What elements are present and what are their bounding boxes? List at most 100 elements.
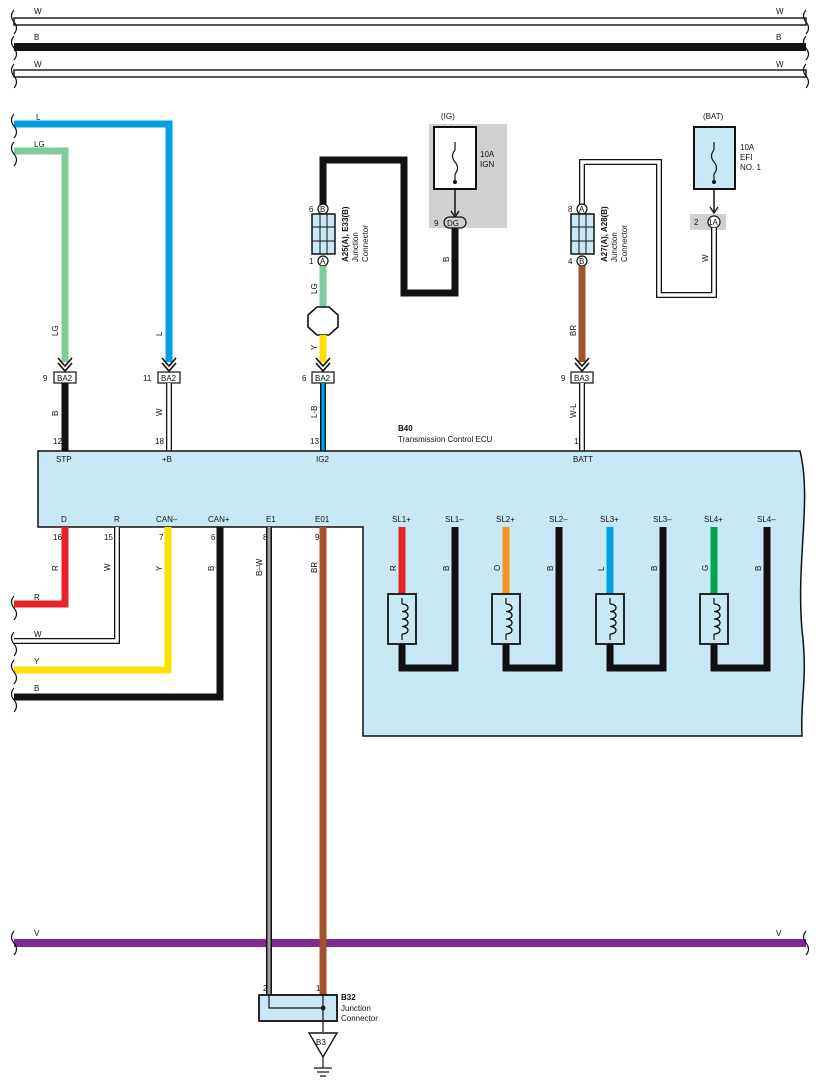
bus-break-marks bbox=[10, 9, 810, 89]
wire-w-r bbox=[14, 527, 120, 644]
solenoid-minus-wire bbox=[398, 527, 459, 672]
svg-text:LG: LG bbox=[34, 140, 45, 149]
svg-text:EFI: EFI bbox=[740, 153, 752, 162]
wire-label-wl-batt: W-L bbox=[569, 403, 578, 418]
fuse-ign: (IG) 10A IGN DG 9 bbox=[429, 112, 507, 229]
svg-text:13: 13 bbox=[310, 437, 319, 446]
junction-connector-b32: 2 1 B32 Junction Connector bbox=[258, 984, 378, 1032]
ecu-pin-ig2: 13 IG2 bbox=[310, 437, 329, 464]
solenoid-coil-icon bbox=[713, 603, 721, 635]
svg-text:V: V bbox=[776, 929, 782, 938]
wire-label-bw-e1: B–W bbox=[255, 558, 264, 576]
svg-text:B: B bbox=[34, 33, 39, 42]
svg-text:(IG): (IG) bbox=[441, 112, 455, 121]
svg-text:1: 1 bbox=[309, 257, 314, 266]
svg-text:BATT: BATT bbox=[573, 455, 593, 464]
svg-text:6: 6 bbox=[211, 533, 216, 542]
top-bus-2: B B bbox=[14, 33, 806, 51]
svg-text:BA2: BA2 bbox=[315, 374, 331, 383]
wire-label-b-ign: B bbox=[442, 257, 451, 262]
ecu-pin-r: R 15 bbox=[104, 515, 120, 542]
wire-label-br-e01: BR bbox=[310, 562, 319, 573]
wire-b-ign bbox=[319, 156, 459, 297]
wire-label-r-d: R bbox=[51, 565, 60, 571]
solenoid-coil-icon bbox=[609, 603, 617, 635]
svg-text:CAN+: CAN+ bbox=[208, 515, 230, 524]
wire-label-y-can: Y bbox=[155, 565, 164, 571]
solenoid-minus-wire-label: B bbox=[754, 566, 763, 571]
svg-text:(BAT): (BAT) bbox=[703, 112, 724, 121]
svg-text:6: 6 bbox=[309, 205, 314, 214]
svg-text:1: 1 bbox=[316, 984, 321, 993]
wire-label-y-upper: Y bbox=[310, 344, 319, 350]
solenoid-minus-label: SL2– bbox=[549, 515, 568, 524]
solenoid-plus-wire-label: L bbox=[597, 566, 606, 571]
svg-text:STP: STP bbox=[56, 455, 72, 464]
svg-text:9: 9 bbox=[43, 374, 48, 383]
svg-text:Junction: Junction bbox=[341, 1004, 371, 1013]
svg-text:Connector: Connector bbox=[620, 225, 629, 262]
solenoid-coil-icon bbox=[401, 603, 409, 635]
svg-text:15: 15 bbox=[104, 533, 113, 542]
svg-text:A27(A), A28(B): A27(A), A28(B) bbox=[600, 206, 609, 262]
ecu-pin-can-minus: CAN– 7 bbox=[156, 515, 178, 542]
junction-connector-a25: B 6 A 1 A25(A), E33(B) Junction Connecto… bbox=[309, 203, 370, 267]
ecu-box: B40 Transmission Control ECU bbox=[37, 424, 806, 737]
solenoid-plus-wire-label: R bbox=[389, 565, 398, 571]
out-label-w: W bbox=[34, 630, 42, 639]
wire-label-b-can: B bbox=[207, 566, 216, 571]
svg-text:D: D bbox=[61, 515, 67, 524]
wire-b-can bbox=[14, 527, 224, 701]
svg-text:B40: B40 bbox=[398, 424, 413, 433]
solenoid-coil-icon bbox=[505, 603, 513, 635]
svg-text:Junction: Junction bbox=[351, 232, 360, 262]
svg-text:Connector: Connector bbox=[341, 1014, 378, 1023]
ba-connector-b: BA2 11 bbox=[143, 357, 181, 384]
svg-text:2: 2 bbox=[263, 984, 268, 993]
wire-label-lg: LG bbox=[51, 325, 60, 336]
wire-label-l: L bbox=[155, 331, 164, 336]
svg-text:DG: DG bbox=[447, 219, 459, 228]
ba-connector-stp: BA2 9 bbox=[43, 357, 77, 384]
top-bus-1: W W bbox=[13, 7, 807, 26]
svg-text:6: 6 bbox=[302, 374, 307, 383]
ground-b3: B3 bbox=[307, 1032, 339, 1077]
svg-text:8: 8 bbox=[263, 533, 268, 542]
wire-label-lb-ig2: L-B bbox=[310, 406, 319, 418]
svg-text:B: B bbox=[579, 257, 584, 266]
ecu-pin-d: D 16 bbox=[53, 515, 67, 542]
svg-text:10A: 10A bbox=[740, 143, 755, 152]
wire-y-can bbox=[14, 527, 172, 674]
svg-text:BA2: BA2 bbox=[57, 374, 73, 383]
solenoid-minus-wire bbox=[606, 527, 667, 672]
svg-text:V: V bbox=[34, 929, 40, 938]
svg-text:W: W bbox=[34, 7, 42, 16]
svg-text:9: 9 bbox=[315, 533, 320, 542]
wire-r-d bbox=[14, 527, 69, 608]
solenoid-minus-wire bbox=[710, 527, 771, 672]
svg-text:A: A bbox=[320, 257, 326, 266]
ecu-pin-e01: E01 9 bbox=[315, 515, 330, 542]
ecu-pin-stp: 12 STP bbox=[53, 437, 72, 464]
wire-label-lg-junction: LG bbox=[310, 283, 319, 294]
junction-connector-a27: A 8 B 4 A27(A), A28(B) Junction Connecto… bbox=[568, 203, 629, 267]
svg-text:9: 9 bbox=[561, 374, 566, 383]
ecu-pin-b: 18 +B bbox=[155, 437, 172, 464]
svg-text:2: 2 bbox=[694, 218, 699, 227]
solenoid-plus-label: SL1+ bbox=[392, 515, 411, 524]
octagon-connector bbox=[307, 306, 339, 336]
svg-text:E1: E1 bbox=[266, 515, 276, 524]
svg-text:Transmission Control ECU: Transmission Control ECU bbox=[398, 435, 493, 444]
svg-text:10A: 10A bbox=[480, 150, 495, 159]
bottom-bus-v: V V bbox=[10, 929, 810, 956]
svg-text:4: 4 bbox=[568, 257, 573, 266]
svg-text:R: R bbox=[114, 515, 120, 524]
svg-text:Junction: Junction bbox=[610, 232, 619, 262]
svg-text:NO. 1: NO. 1 bbox=[740, 163, 761, 172]
ba-connector-batt: BA3 9 bbox=[561, 357, 594, 384]
svg-text:+B: +B bbox=[162, 455, 172, 464]
